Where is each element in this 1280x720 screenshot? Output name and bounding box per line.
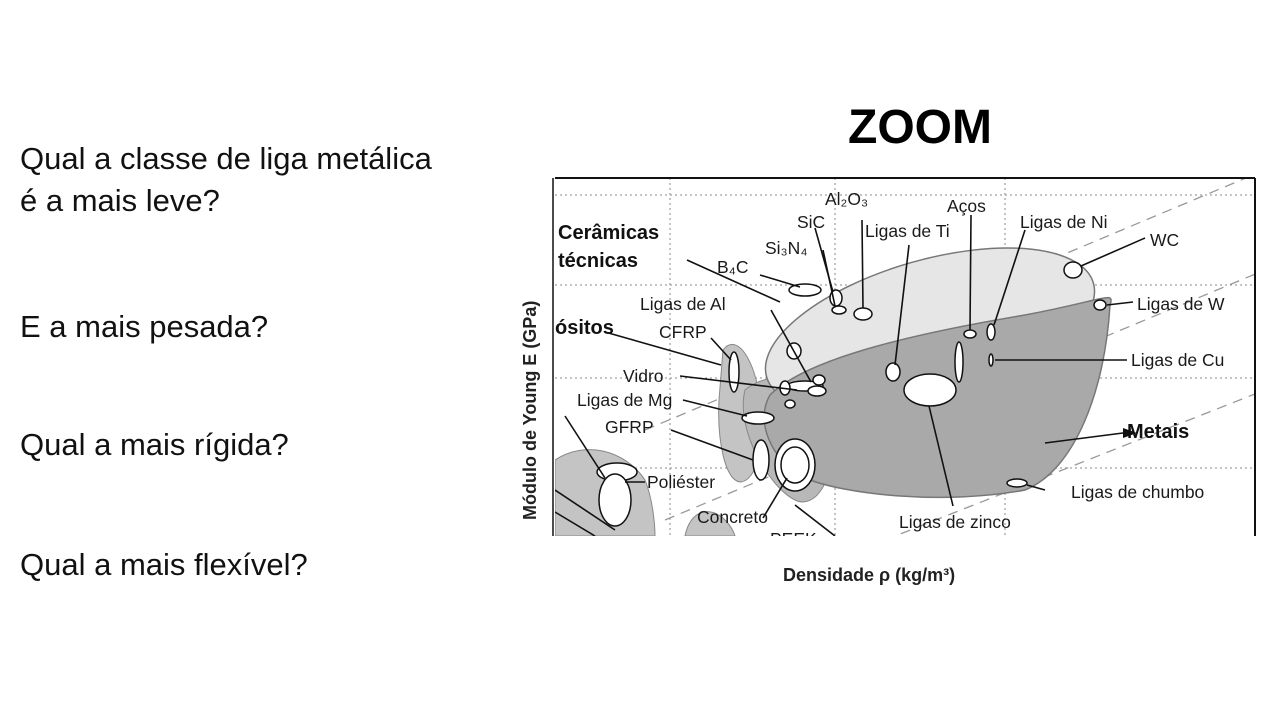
leader-lines — [555, 214, 1146, 536]
si3n4-bubble — [831, 305, 847, 315]
label-acos: Aços — [947, 196, 986, 216]
y-axis-label: Módulo de Young E (GPa) — [520, 301, 540, 520]
wc-bubble — [1063, 261, 1083, 279]
question-lightest-alloy-line1: Qual a classe de liga metálica — [20, 141, 432, 176]
ligas-mg-bubble — [741, 411, 775, 425]
question-lightest-alloy-line2: é a mais leve? — [20, 183, 220, 218]
ligas-w-bubble — [1093, 299, 1107, 311]
label-ligas-w: Ligas de W — [1137, 294, 1225, 314]
al-dot-bubble — [812, 374, 826, 386]
label-ligas-ti: Ligas de Ti — [865, 221, 950, 241]
ligas-zinco-bubble — [903, 373, 957, 407]
label-al2o3: Al₂O₃ — [825, 189, 868, 209]
vidro-bubble — [807, 385, 827, 397]
poliester-bubble — [598, 473, 632, 527]
label-si3n4: Si₃N₄ — [765, 238, 807, 258]
label-vidro: Vidro — [623, 366, 664, 386]
acos-bubble — [963, 329, 977, 339]
plot-frame — [552, 177, 1256, 536]
label-gfrp: GFRP — [605, 417, 654, 437]
plot-area: Cerâmicas técnicas ósitos Metais Al₂O₃ S… — [555, 178, 1255, 549]
label-ligas-chumbo: Ligas de chumbo — [1071, 482, 1204, 502]
label-ligas-mg: Ligas de Mg — [577, 390, 672, 410]
cfrp-bubble — [728, 351, 740, 393]
metais-arrowhead — [1123, 428, 1137, 438]
question-heaviest: E a mais pesada? — [20, 309, 269, 344]
peek-region — [684, 511, 736, 536]
label-sic: SiC — [797, 212, 825, 232]
label-ceramicas-1: Cerâmicas — [558, 222, 659, 244]
label-wc: WC — [1150, 230, 1179, 250]
ligas-ni-bubble — [986, 323, 996, 341]
zoom-title: ZOOM — [848, 101, 992, 154]
x-axis-label: Densidade ρ (kg/m³) — [783, 565, 955, 585]
concreto-inner-bubble — [780, 446, 810, 484]
label-metais: Metais — [1127, 421, 1189, 443]
label-cfrp: CFRP — [659, 322, 707, 342]
label-ceramicas-2: técnicas — [558, 250, 638, 272]
ligas-ti-bubble — [885, 362, 901, 382]
question-lightest-alloy: Qual a classe de liga metálica é a mais … — [20, 138, 432, 222]
material-bubbles — [596, 261, 1107, 527]
al2o3-bubble — [853, 307, 873, 321]
gfrp-bubble — [752, 439, 770, 481]
ligas-cu-bubble — [988, 353, 994, 367]
acos-range-bubble — [954, 341, 964, 383]
label-ligas-ni: Ligas de Ni — [1020, 212, 1108, 232]
label-poliester: Poliéster — [647, 472, 715, 492]
label-ligas-al: Ligas de Al — [640, 294, 726, 314]
label-ligas-cu: Ligas de Cu — [1131, 350, 1224, 370]
question-stiffest: Qual a mais rígida? — [20, 427, 289, 462]
label-compositos: ósitos — [555, 317, 614, 339]
ligas-chumbo-bubble — [1006, 478, 1028, 488]
label-concreto: Concreto — [697, 507, 768, 527]
question-most-flexible: Qual a mais flexível? — [20, 547, 308, 582]
ashby-diagram-svg: Cerâmicas técnicas ósitos Metais Al₂O₃ S… — [520, 177, 1256, 585]
ashby-diagram: Cerâmicas técnicas ósitos Metais Al₂O₃ S… — [505, 160, 1265, 600]
b4c-bubble — [788, 283, 822, 297]
label-ligas-zinco: Ligas de zinco — [899, 512, 1011, 532]
label-peek: PEEK — [770, 529, 817, 549]
al-small-bubble — [784, 399, 796, 409]
label-b4c: B₄C — [717, 257, 748, 277]
